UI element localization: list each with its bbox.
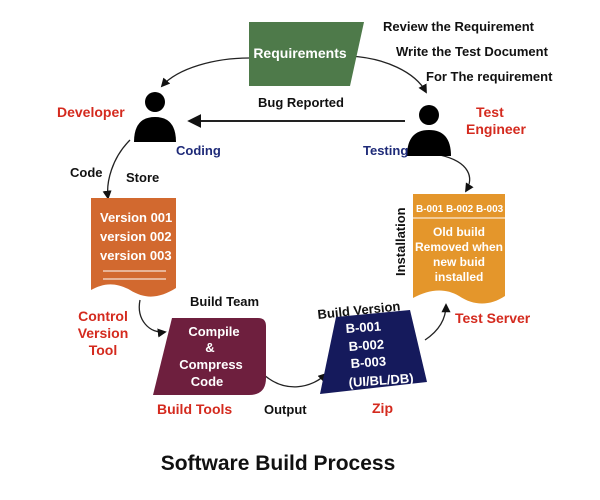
control-version-item-2: version 002 [100,229,172,244]
build-tools-line-1: Compile [188,324,239,339]
arrow-zip-to-test-server [424,303,451,341]
developer-person-icon [134,92,176,142]
control-version-label-line-1: Control [78,308,128,324]
build-tools-line-3: Compress [179,357,243,372]
build-team-label: Build Team [190,294,259,309]
test-engineer-role-line-2: Engineer [466,121,526,137]
arrow-requirements-to-developer [160,57,250,88]
control-version-node: Version 001 version 002 version 003 [91,198,176,297]
arrow-test-engineer-to-test-server [439,154,474,193]
build-version-line-2: B-002 [348,337,384,354]
test-engineer-person-icon [407,105,451,156]
arrow-control-version-to-build-tools [138,299,167,338]
requirements-note-3: For The requirement [426,69,553,84]
test-server-build-3: B-003 [476,204,504,215]
installation-label: Installation [393,207,408,276]
test-server-label: Test Server [455,310,531,326]
requirements-label: Requirements [253,45,347,61]
output-label: Output [264,402,307,417]
zip-shape [320,310,427,394]
bug-reported-label: Bug Reported [258,95,344,110]
test-engineer-role-line-1: Test [476,104,504,120]
build-tools-label: Build Tools [157,401,232,417]
requirements-note-1: Review the Requirement [383,19,535,34]
build-version-line-3: B-003 [350,354,386,371]
developer-role-label: Developer [57,104,125,120]
requirements-node: Requirements [249,22,364,86]
arrow-build-tools-to-zip [262,372,328,388]
developer-activity-label: Coding [176,143,221,158]
test-server-build-1: B-001 [416,204,444,215]
test-server-line-3: new buid [433,255,485,269]
control-version-item-1: Version 001 [100,210,172,225]
arrow-developer-to-control-version [102,139,131,200]
zip-node: B-001 B-002 B-003 (UI/BL/DB) [320,310,427,394]
test-server-line-4: installed [435,270,484,284]
test-server-line-2: Removed when [415,240,503,254]
test-server-node: B-001 B-002 B-003 Old build Removed when… [413,194,505,304]
arrow-requirements-to-test-engineer [349,55,427,94]
build-version-line-4: (UI/BL/DB) [348,370,414,389]
build-tools-shape [153,318,266,395]
build-version-line-1: B-001 [345,319,381,336]
store-label: Store [126,170,159,185]
code-label: Code [70,165,103,180]
requirements-note-2: Write the Test Document [396,44,549,59]
build-tools-line-2: & [205,340,214,355]
control-version-item-3: version 003 [100,248,172,263]
test-server-shape [413,194,505,304]
control-version-label-line-2: Version [78,325,129,341]
control-version-shape [91,198,176,297]
build-tools-node: Compile & Compress Code [153,318,266,395]
build-tools-line-4: Code [191,374,224,389]
requirements-shape [249,22,364,86]
control-version-label-line-3: Tool [89,342,118,358]
diagram-title: Software Build Process [161,452,396,475]
zip-label: Zip [372,400,393,416]
test-server-build-2: B-002 [446,204,474,215]
test-engineer-activity-label: Testing [363,143,408,158]
test-server-line-1: Old build [433,225,485,239]
